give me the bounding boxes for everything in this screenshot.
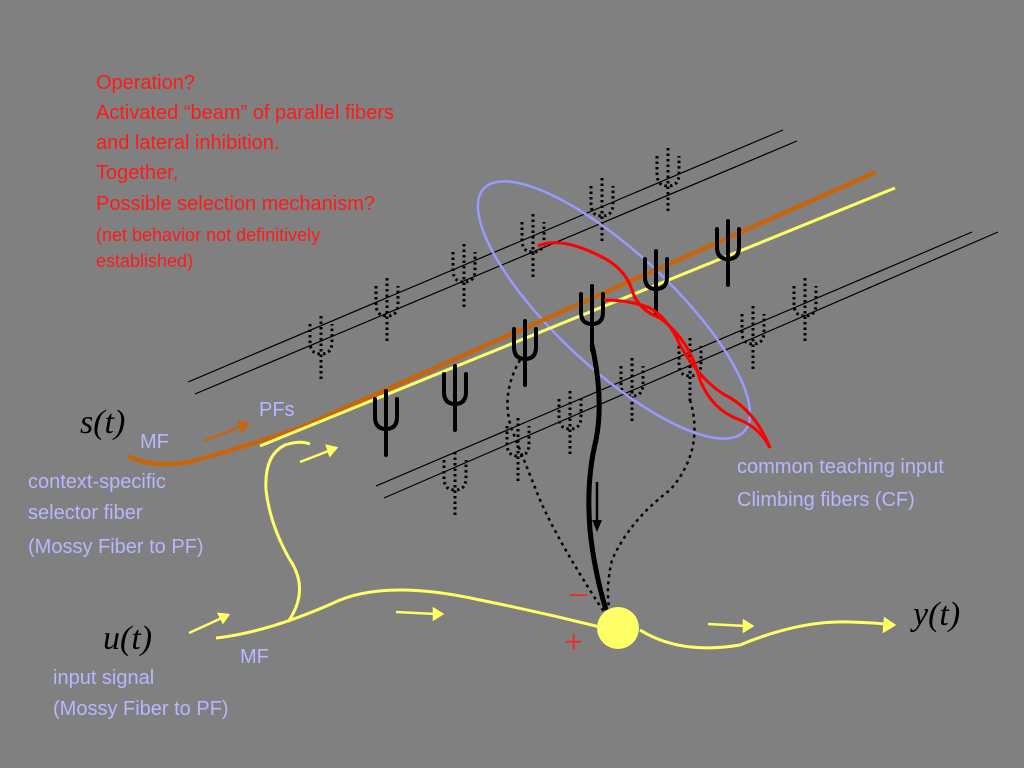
purkinje-axon [586,344,609,611]
signal-arrows [188,444,897,635]
operation-note-1: (net behavior not definitively [96,225,321,245]
dotted-converging-axons [506,359,696,613]
s-t-label: s(t) [80,404,126,441]
purkinje-cell-body [597,607,639,649]
teaching-line-2: Climbing fibers (CF) [737,489,915,511]
operation-line-4: Possible selection mechanism? [96,193,376,215]
selector-line-3: (Mossy Fiber to PF) [28,536,204,558]
parallel-fibers-lower [375,231,999,499]
u-t-label: u(t) [103,620,153,657]
selector-line-2: selector fiber [28,502,143,524]
mf-top-label: MF [140,431,169,453]
orange-selector-fiber [126,169,877,467]
plus-sign: + [564,624,584,661]
operation-line-3: Together, [96,162,179,184]
parallel-fibers-upper [187,129,798,395]
teaching-line-1: common teaching input [737,456,944,478]
climbing-fibers [537,241,772,449]
output-signal-fiber [639,620,895,650]
pfs-label: PFs [259,399,295,421]
operation-line-1: Activated “beam” of parallel fibers [96,102,394,124]
selector-line-1: context-specific [28,471,166,493]
operation-note-2: established) [96,251,194,271]
input-signal-fiber [215,588,601,640]
input-line-1: input signal [53,667,155,689]
minus-sign: – [570,574,587,611]
input-line-2: (Mossy Fiber to PF) [53,698,229,720]
orange-arrow [203,420,251,443]
operation-heading: Operation? [96,72,195,94]
down-arrow-icon [592,482,602,532]
activated-beam-ellipse [476,180,752,440]
y-t-label: y(t) [913,596,961,633]
selector-fiber-branch [264,440,311,623]
yellow-parallel-fiber [259,186,896,448]
operation-line-2: and lateral inhibition. [96,132,280,154]
mf-bottom-label: MF [240,646,269,668]
